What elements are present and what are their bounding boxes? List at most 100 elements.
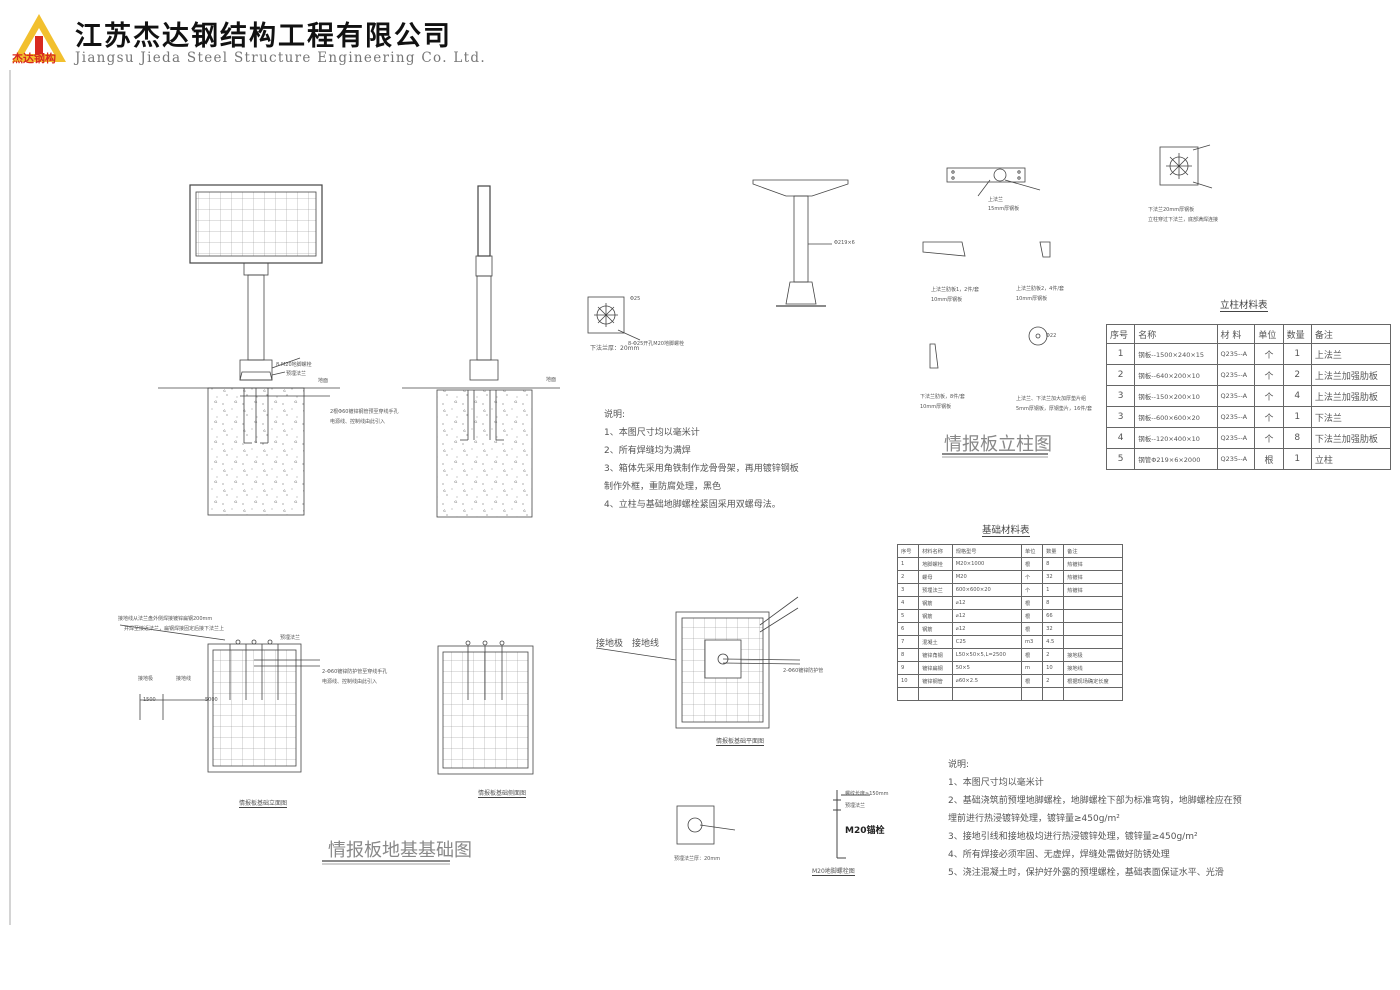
notes-bottom-line: 4、所有焊接必须牢固、无虚焊，焊缝处需做好防锈处理	[948, 850, 1170, 860]
table-cell: 4	[1105, 427, 1136, 449]
table-cell	[1063, 609, 1123, 623]
notes-bottom-heading: 说明:	[948, 760, 970, 770]
label-embed-flange-note: 预埋法兰厚：20mm	[674, 856, 721, 862]
table-cell: M20×1000	[951, 557, 1023, 571]
table-cell: 10	[896, 674, 920, 688]
table-cell: 1	[1282, 406, 1312, 428]
label-weld-note: 立柱穿过下法兰，底部满焊连接	[1148, 217, 1219, 223]
table-cell: 4.5	[1042, 635, 1065, 649]
table-header-cell: 备注	[1063, 544, 1123, 558]
notes-bottom-line: 5、浇注混凝土时，保护好外露的预埋螺栓，基础表面保证水平、光滑	[948, 868, 1224, 878]
table-cell: 钢板--150×200×10	[1134, 385, 1218, 407]
company-name-en: Jiangsu Jieda Steel Structure Engineerin…	[75, 50, 486, 66]
table-header-cell: 材料名称	[918, 544, 953, 558]
title-foundation-side: 情报板基础侧面图	[478, 790, 527, 798]
table-cell: 根	[1254, 448, 1284, 470]
table-cell: 600×600×20	[951, 583, 1023, 597]
label-rib1: 上法兰肋板1，2件/套	[931, 287, 980, 293]
table-row: 3 钢板--150×200×10 Q235--A 个 4 上法兰加强肋板	[1105, 385, 1392, 407]
sign-elevation-side	[402, 185, 560, 518]
label-ground-surface: 地面	[318, 378, 329, 384]
label-dim-1500: 1500	[143, 697, 156, 703]
table-cell	[1063, 596, 1123, 610]
table-cell: 钢板--640×200×10	[1134, 364, 1218, 386]
table-cell: 6	[896, 622, 920, 636]
notes-top-line: 制作外框，重防腐处理，黑色	[604, 482, 722, 492]
table-cell: 钢板--120×400×10	[1134, 427, 1218, 449]
table-cell: 8	[1042, 557, 1065, 571]
table-cell: 1	[1105, 343, 1136, 365]
table-cell: ⌀12	[951, 596, 1023, 610]
table-cell: 2	[896, 570, 920, 584]
notes-bottom: 说明: 1、本图尺寸均以毫米计 2、基础浇筑前预埋地脚螺栓，地脚螺栓下部为标准弯…	[948, 756, 1242, 882]
title-base-material-table: 基础材料表	[982, 522, 1030, 537]
table-cell: ⌀12	[951, 622, 1023, 636]
upper-flange-plan	[946, 167, 1041, 197]
table-cell: M20	[951, 570, 1023, 584]
company-logo	[12, 14, 66, 62]
table-cell: 根	[1020, 557, 1044, 571]
label-ground-pole-small: 接地极	[138, 676, 154, 682]
table-header-cell: 序号	[1105, 324, 1136, 344]
label-pipe-note-1: 2根Φ60镀锌钢管预至穿线手孔	[330, 409, 399, 415]
table-cell: 热镀锌	[1063, 583, 1123, 597]
table-cell: 热镀锌	[1063, 570, 1123, 584]
title-foundation-drawing: 情报板地基基础图	[328, 840, 472, 861]
label-upper-flange: 上法兰	[988, 197, 1004, 203]
table-cell: 接地极	[1063, 648, 1123, 662]
label-pipe-note-2: 电源线、控制线由此引入	[330, 419, 386, 425]
table-cell: 3	[896, 583, 920, 597]
label-ground-pole: 接地极	[596, 639, 624, 649]
table-cell: 8	[1042, 596, 1065, 610]
foundation-plan	[595, 596, 801, 729]
table-cell: 根	[1020, 609, 1044, 623]
foundation-side	[437, 640, 534, 775]
label-embed-flange-elev: 预埋法兰	[280, 635, 301, 641]
table-cell: 3	[1105, 406, 1136, 428]
table-row: 1 钢板--1500×240×15 Q235--A 个 1 上法兰	[1105, 343, 1392, 365]
table-cell: 个	[1254, 427, 1284, 449]
table-header-cell: 数量	[1042, 544, 1065, 558]
table-header-cell: 材 料	[1216, 324, 1256, 344]
table-cell: 个	[1254, 406, 1284, 428]
label-embedded-flange-2: 预埋法兰	[845, 803, 866, 809]
table-cell: 5	[896, 609, 920, 623]
table-cell: 镀锌钢管	[918, 674, 953, 688]
table-cell: 32	[1042, 570, 1065, 584]
label-m20-anchor: M20锚栓	[845, 826, 885, 836]
label-rib2: 上法兰肋板2，4件/套	[1016, 286, 1065, 292]
table-cell: 根	[1020, 596, 1044, 610]
table-header-cell: 备注	[1310, 324, 1392, 344]
table-row: 4 钢板--120×400×10 Q235--A 个 8 下法兰加强肋板	[1105, 427, 1392, 449]
table-cell: 镀锌扁钢	[918, 661, 953, 675]
label-plan-pipe: 2-Φ60镀锌防护管	[783, 668, 824, 674]
table-cell: 上法兰加强肋板	[1310, 385, 1392, 407]
lower-flange-detail	[1159, 144, 1213, 189]
title-column-material-table: 立柱材料表	[1220, 297, 1268, 312]
m20-anchor-bolt	[833, 790, 870, 859]
table-cell: 根	[1020, 622, 1044, 636]
table-cell: Q235--A	[1216, 448, 1256, 470]
table-header-cell: 序号	[896, 544, 920, 558]
title-foundation-plan: 情报板基础平面图	[716, 738, 765, 746]
lower-flange-plan	[587, 296, 641, 341]
notes-bottom-line: 2、基础浇筑前预埋地脚螺栓，地脚螺栓下部为标准弯钩，地脚螺栓应在预	[948, 796, 1242, 806]
label-ground-line-small: 接地线	[176, 676, 192, 682]
notes-bottom-line: 1、本图尺寸均以毫米计	[948, 778, 1044, 788]
table-cell: 上法兰加强肋板	[1310, 364, 1392, 386]
label-rib2-thk: 10mm厚钢板	[1016, 296, 1048, 302]
table-cell: 7	[896, 635, 920, 649]
sign-elevation-front	[158, 184, 340, 516]
title-foundation-elevation: 情报板基础立面图	[239, 800, 288, 808]
table-row	[896, 687, 1123, 701]
foundation-elevation	[119, 624, 320, 773]
label-embedded-flange: 预埋法兰	[286, 371, 307, 377]
label-d25: Φ25	[630, 296, 641, 302]
table-cell: 根据现场确定长度	[1063, 674, 1123, 688]
label-lower-rib-thk: 10mm厚钢板	[920, 404, 952, 410]
table-cell: 1	[1282, 448, 1312, 470]
label-base-pipe-note-2: 电源线、控制线由此引入	[322, 679, 378, 685]
table-cell: 钢板--600×600×20	[1134, 406, 1218, 428]
